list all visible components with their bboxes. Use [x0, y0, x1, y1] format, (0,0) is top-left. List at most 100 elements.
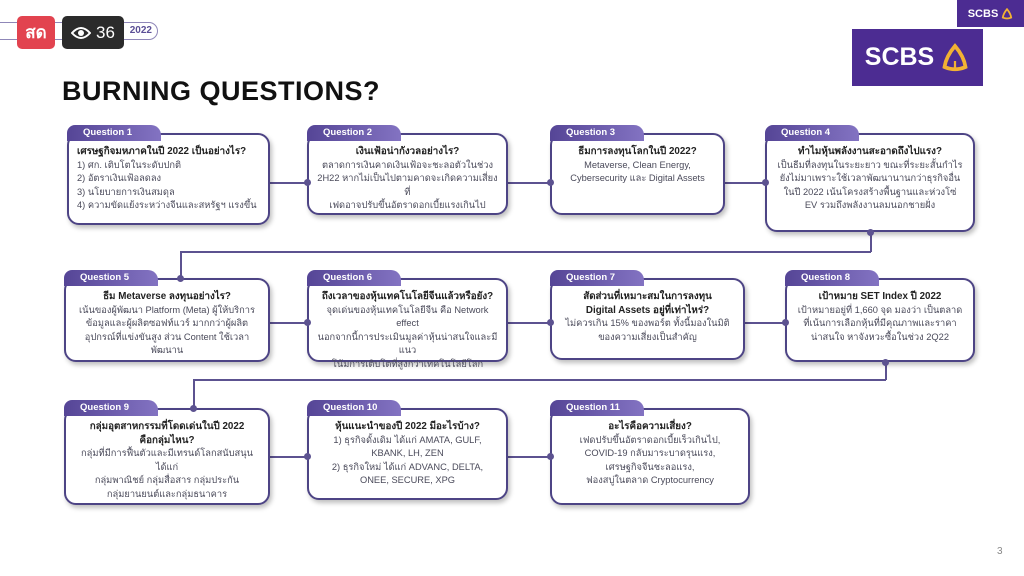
question-tab: Question 6 — [307, 270, 401, 286]
question-title: เศรษฐกิจมหภาคในปี 2022 เป็นอย่างไร? — [77, 146, 247, 157]
question-answer-line: กลุ่มที่มีการฟื้นตัวและมีเทรนด์โลกสนับสน… — [81, 448, 253, 472]
question-title: สัดส่วนที่เหมาะสมในการลงทุน — [583, 291, 712, 302]
question-answer-line: อุปกรณ์ที่แข่งขันสูง ส่วน Content ใช้เวล… — [84, 331, 250, 356]
connector — [725, 182, 765, 184]
question-tab: Question 7 — [550, 270, 644, 286]
question-answer-line: ตลาดการเงินคาดเงินเฟ้อจะชะลอตัวในช่วง — [321, 159, 494, 170]
connector-dot — [303, 318, 311, 326]
question-answer-line: EV รวมถึงพลังงานลมนอกชายฝั่ง — [804, 200, 936, 210]
question-card: Question 4 ทำไมหุ้นพลังงานสะอาดถึงไปแรง? เ… — [765, 125, 975, 232]
connector — [193, 379, 886, 381]
question-answer-line: ข้อมูลและผู้ผลิตซอฟท์แวร์ มากกว่าผู้ผลิต — [85, 318, 249, 328]
question-card: Question 7 สัดส่วนที่เหมาะสมในการลงทุน Dig… — [550, 270, 745, 360]
question-answer-line: เฟดอาจปรับขึ้นอัตราดอกเบี้ยแรงเกินไป — [329, 200, 486, 210]
question-title: ธีมการลงทุนโลกในปี 2022? — [578, 146, 697, 157]
question-answer-line: 1) ธุรกิจดั้งเดิม ได้แก่ AMATA, GULF, — [333, 434, 482, 445]
scbs-emblem-icon — [942, 42, 968, 71]
question-answer-line: เป้าหมายอยู่ที่ 1,660 จุด มองว่า เป็นตลา… — [797, 304, 963, 315]
connector-dot — [546, 178, 554, 186]
question-tab: Question 5 — [64, 270, 158, 286]
live-badge: สด — [17, 16, 55, 49]
question-tab: Question 2 — [307, 125, 401, 141]
question-card: Question 5 ธีม Metaverse ลงทุนอย่างไร? เน้… — [64, 270, 270, 362]
connector — [193, 379, 195, 408]
connector — [180, 251, 182, 278]
question-title: Digital Assets อยู่ที่เท่าไหร่? — [585, 304, 710, 316]
connector — [508, 322, 550, 324]
question-answer-line: จุดเด่นของหุ้นเทคโนโลยีจีน คือ Network e… — [326, 304, 489, 329]
connector-dot — [761, 178, 769, 186]
question-answer-line: 4) ความขัดแย้งระหว่างจีนและสหรัฐฯ แรงขึ้… — [77, 200, 257, 210]
question-answer-line: 1) ศก. เติบโตในระดับปกติ — [77, 159, 182, 170]
connector-dot — [189, 404, 197, 412]
question-tab: Question 8 — [785, 270, 879, 286]
question-tab: Question 11 — [550, 400, 644, 416]
question-answer-line: KBANK, LH, ZEN — [371, 448, 444, 458]
page-number: 3 — [997, 546, 1003, 557]
connector-dot — [303, 178, 311, 186]
question-answer-line: 3) นโยบายการเงินสมดุล — [77, 186, 175, 197]
view-count: 36 — [96, 22, 115, 42]
connector-dot — [781, 318, 789, 326]
scbs-logo: SCBS — [852, 29, 983, 86]
question-answer-line: กลุ่มพาณิชย์ กลุ่มสื่อสาร กลุ่มประกัน — [94, 475, 240, 485]
question-answer-line: ฟองสบู่ในตลาด Cryptocurrency — [586, 475, 714, 485]
question-tab: Question 4 — [765, 125, 859, 141]
scbs-emblem-icon — [1002, 7, 1013, 19]
question-answer-line: COVID-19 กลับมาระบาดรุนแรง, — [584, 448, 716, 458]
question-tab: Question 1 — [67, 125, 161, 141]
connector — [885, 362, 887, 380]
question-title: คือกลุ่มไหน? — [139, 434, 195, 446]
connector — [270, 322, 307, 324]
connector-dot — [303, 452, 311, 460]
connector — [870, 232, 872, 252]
question-title: ทำไมหุ้นพลังงานสะอาดถึงไปแรง? — [798, 146, 942, 157]
question-tab: Question 10 — [307, 400, 401, 416]
question-answer-line: 2H22 หากไม่เป็นไปตามคาดจะเกิดความเสี่ยงท… — [317, 173, 498, 197]
question-title: อะไรคือความเสี่ยง? — [608, 421, 692, 432]
question-answer-line: โน้มการเติบโตที่สูงกว่าเทคโนโลยีโลก — [331, 358, 484, 369]
question-card: Question 6 ถึงเวลาของหุ้นเทคโนโลยีจีนแล้ว… — [307, 270, 508, 369]
question-card: Question 1 เศรษฐกิจมหภาคในปี 2022 เป็นอย่… — [67, 125, 270, 225]
question-title: เป้าหมาย SET Index ปี 2022 — [818, 291, 942, 302]
connector — [270, 456, 307, 458]
question-answer-line: ยังไม่มาเพราะใช้เวลาพัฒนานานกว่าธุรกิจอื… — [779, 173, 961, 183]
question-answer-line: เป็นธีมที่ลงทุนในระยะยาว ขณะที่ระยะสั้นก… — [777, 159, 963, 170]
logo-text: SCBS — [967, 7, 999, 20]
question-card: Question 8 เป้าหมาย SET Index ปี 2022 เป้า… — [785, 270, 975, 362]
question-answer-line: นอกจากนี้การประเมินมูลค่าหุ้นน่าสนใจและม… — [317, 331, 498, 356]
connector — [508, 456, 550, 458]
question-answer-line: เน้นของผู้พัฒนา Platform (Meta) ผู้ให้บร… — [79, 304, 255, 315]
logo-text: SCBS — [864, 43, 935, 71]
question-answer-line: 2) อัตราเงินเฟ้อลดลง — [77, 173, 162, 183]
connector-dot — [881, 358, 889, 366]
question-answer-line: ONEE, SECURE, XPG — [359, 475, 456, 485]
scbs-logo-small: SCBS — [957, 0, 1024, 27]
connector-dot — [546, 318, 554, 326]
connector — [745, 322, 785, 324]
connector-dot — [546, 452, 554, 460]
question-title: ถึงเวลาของหุ้นเทคโนโลยีจีนแล้วหรือยัง? — [321, 291, 494, 302]
slide-title: BURNING QUESTIONS? — [62, 76, 381, 106]
question-answer-line: กลุ่มยานยนต์และกลุ่มธนาคาร — [106, 488, 228, 499]
view-count-badge: 36 — [62, 16, 124, 49]
connector — [270, 182, 307, 184]
question-tab: Question 9 — [64, 400, 158, 416]
question-answer-line: น่าสนใจ หาจังหวะซื้อในช่วง 2Q22 — [810, 331, 950, 342]
question-answer-line: Metaverse, Clean Energy, — [584, 159, 691, 170]
connector — [180, 251, 871, 253]
question-answer-line: ในปี 2022 เน้นโครงสร้างพื้นฐานและห่วงโซ่ — [783, 186, 957, 197]
question-title: เงินเฟ้อน่ากังวลอย่างไร? — [355, 146, 460, 157]
connector-dot — [866, 228, 874, 236]
question-tab: Question 3 — [550, 125, 644, 141]
question-answer-line: ของความเสี่ยงเป็นสำคัญ — [598, 331, 697, 342]
question-title: ธีม Metaverse ลงทุนอย่างไร? — [103, 291, 231, 302]
question-answer-line: เศรษฐกิจจีนชะลอแรง, — [605, 461, 695, 472]
question-answer-line: ไม่ควรเกิน 15% ของพอร์ต ทั้งนี้มองในมิติ — [565, 318, 730, 328]
connector — [508, 182, 550, 184]
question-answer-line: ที่เน้นการเลือกหุ้นที่มีคุณภาพและราคา — [803, 318, 957, 328]
question-card: Question 2 เงินเฟ้อน่ากังวลอย่างไร? ตลาดกา… — [307, 125, 508, 215]
